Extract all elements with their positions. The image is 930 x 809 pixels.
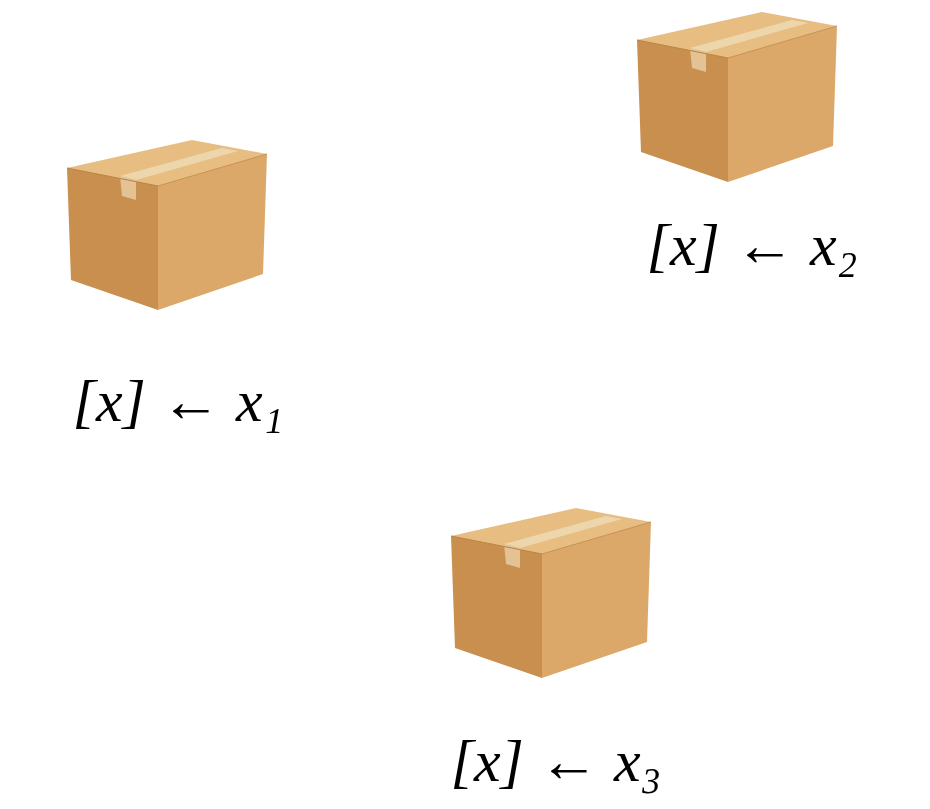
assignment-label: [x] ← x₁ bbox=[69, 368, 288, 434]
cardboard-box bbox=[67, 140, 267, 310]
cardboard-box bbox=[451, 508, 651, 678]
cardboard-box bbox=[637, 12, 837, 182]
assignment-label: [x] ← x₂ bbox=[643, 212, 862, 278]
assignment-label: [x] ← x₃ bbox=[447, 728, 666, 794]
